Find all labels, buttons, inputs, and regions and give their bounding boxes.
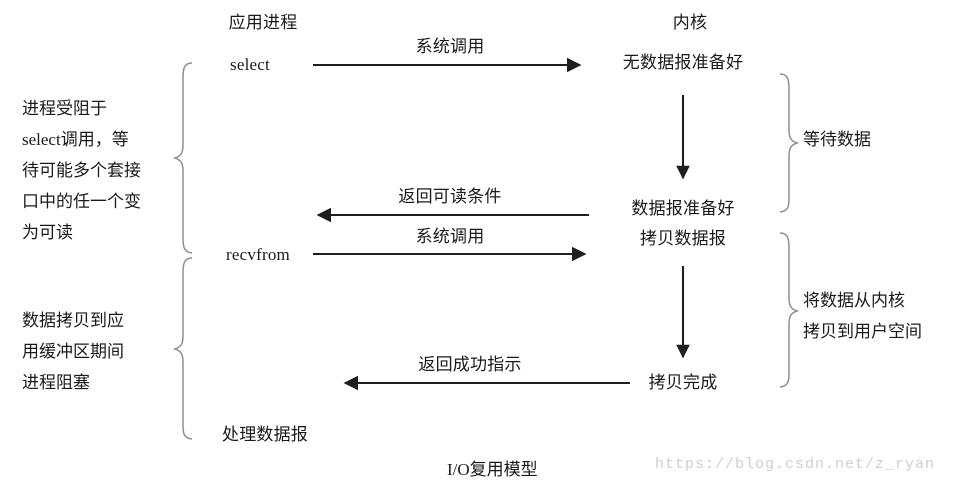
arrow-label-syscall-select: 系统调用 xyxy=(415,37,485,56)
kernel-state-copy-datagram: 拷贝数据报 xyxy=(640,229,726,248)
arrow-label-return-success: 返回成功指示 xyxy=(418,355,522,374)
arrow-label-return-readable: 返回可读条件 xyxy=(398,187,502,206)
right-brace-copy-to-userspace xyxy=(779,232,800,388)
right-annotation-wait-for-data: 等待数据 xyxy=(803,130,871,149)
left-brace-copy-phase xyxy=(172,257,193,440)
left-annotation-blocked-during-copy: 数据拷贝到应 用缓冲区期间 进程阻塞 xyxy=(22,311,124,392)
kernel-state-data-ready: 数据报准备好 xyxy=(631,199,735,218)
step-label-recvfrom: recvfrom xyxy=(226,245,290,264)
kernel-state-copy-complete: 拷贝完成 xyxy=(648,373,718,392)
step-label-select: select xyxy=(230,55,270,74)
column-header-application: 应用进程 xyxy=(228,13,298,32)
watermark-url: https://blog.csdn.net/z_ryan xyxy=(655,456,936,473)
step-label-process-datagram: 处理数据报 xyxy=(222,425,308,444)
right-annotation-copy-to-userspace: 将数据从内核 拷贝到用户空间 xyxy=(803,291,922,341)
right-brace-wait-for-data xyxy=(779,73,800,213)
column-header-kernel: 内核 xyxy=(672,13,708,32)
arrow-label-syscall-recvfrom: 系统调用 xyxy=(415,227,485,246)
kernel-state-no-data-ready: 无数据报准备好 xyxy=(622,53,744,72)
left-annotation-blocked-on-select: 进程受阻于 select调用，等 待可能多个套接 口中的任一个变 为可读 xyxy=(22,99,141,242)
left-brace-select-phase xyxy=(172,62,193,254)
diagram-title: I/O复用模型 xyxy=(447,460,538,479)
